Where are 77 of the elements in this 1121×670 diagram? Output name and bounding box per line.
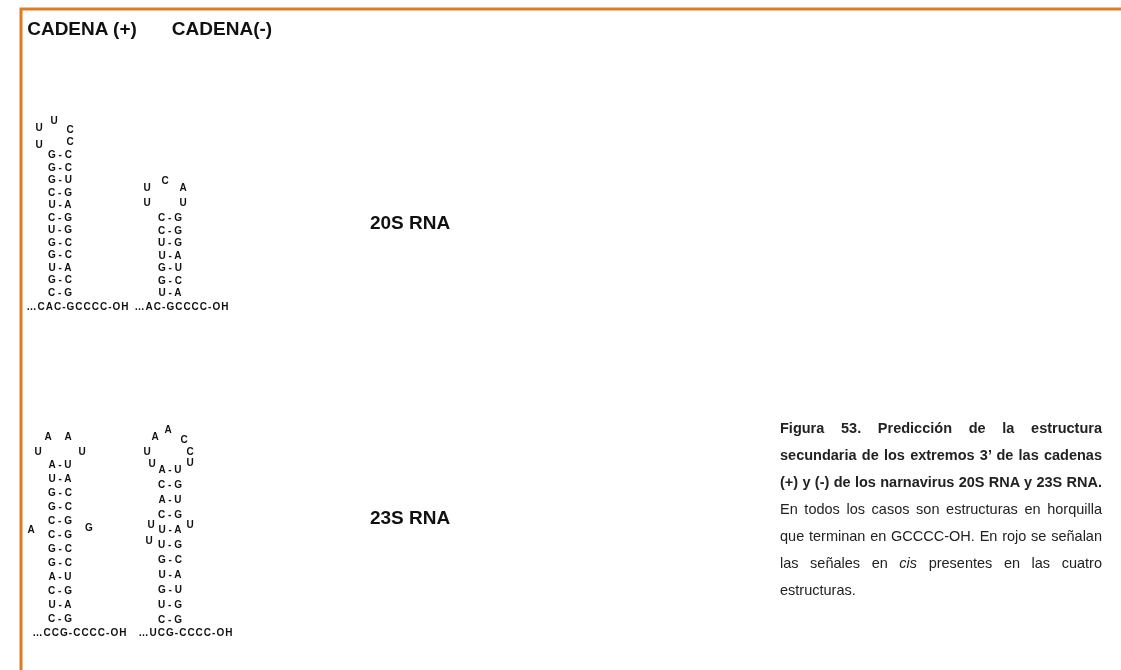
nucleotide-letter: U — [145, 536, 153, 546]
heading: 23S RNA — [369, 507, 451, 527]
base-pair: U - A — [48, 200, 72, 210]
base-pair: C - G — [158, 615, 182, 625]
heading: 20S RNA — [369, 212, 451, 232]
nucleotide-letter: A — [44, 432, 52, 442]
base-pair: C - G — [48, 516, 72, 526]
nucleotide-letter: U — [35, 123, 43, 133]
base-pair: U - G — [158, 238, 182, 248]
heading: CADENA (+) — [27, 18, 137, 38]
base-pair: C - G — [48, 287, 72, 298]
base-pair: C - G — [48, 586, 72, 596]
nucleotide-letter: U — [50, 116, 58, 126]
nucleotide-letter: A — [27, 525, 35, 535]
base-pair: G - C — [158, 555, 182, 565]
base-pair: U - G — [48, 225, 72, 235]
base-pair: G - C — [48, 250, 72, 260]
base-pair: A - U — [158, 495, 182, 505]
base-pair: U - G — [158, 540, 182, 550]
nucleotide-letter: U — [179, 198, 187, 208]
base-pair: A - U — [158, 465, 182, 475]
base-pair: G - C — [48, 237, 72, 248]
base-pair: C - G — [48, 530, 72, 540]
base-pair: G - U — [158, 585, 182, 595]
base-pair: U - A — [158, 288, 182, 298]
nucleotide-letter: A — [179, 183, 187, 193]
base-pair: U - A — [48, 474, 72, 484]
nucleotide-letter: A — [164, 425, 172, 435]
heading: CADENA(-) — [171, 18, 273, 38]
nucleotide-letter: C — [66, 125, 74, 135]
figure-caption: Figura 53. Predicción de la estructura secundaria de los extremos 3’ de las cadenas (+) y (-) de los narnavirus 20S RNA y 23S RNA. En todos los casos son estructuras en horquilla que terminan en GCCCC-OH. En rojo se señalan las señales en cis presentes en las cuatro estructuras. — [780, 419, 1102, 600]
base-pair: G - C — [48, 488, 72, 498]
base-pair: G - U — [158, 263, 182, 273]
nucleotide-letter: C — [161, 176, 169, 186]
base-pair: G - C — [158, 275, 182, 286]
sequence-end: …CAC-GCCCC-OH — [26, 302, 130, 312]
base-pair: C - G — [48, 187, 72, 198]
base-pair: G - C — [48, 150, 72, 160]
base-pair: G - U — [48, 175, 72, 185]
nucleotide-letter: U — [186, 458, 194, 468]
nucleotide-letter: U — [148, 459, 156, 469]
nucleotide-letter: U — [35, 140, 43, 150]
base-pair: C - G — [158, 225, 182, 236]
base-pair: G - C — [48, 544, 72, 554]
base-pair: G - C — [48, 558, 72, 568]
nucleotide-letter: C — [180, 435, 188, 445]
base-pair: U - A — [158, 570, 182, 580]
nucleotide-letter: C — [186, 447, 194, 457]
nucleotide-letter: U — [143, 198, 151, 208]
base-pair: C - G — [158, 480, 182, 490]
nucleotide-letter: U — [78, 447, 86, 457]
nucleotide-letter: U — [34, 447, 42, 457]
base-pair: C - G — [158, 213, 182, 223]
nucleotide-letter: A — [64, 432, 72, 442]
base-pair: U - A — [48, 600, 72, 610]
base-pair: C - G — [48, 614, 72, 624]
sequence-end: …AC-GCCCC-OH — [134, 302, 230, 312]
base-pair: A - U — [48, 572, 72, 582]
base-pair: U - A — [158, 250, 182, 261]
base-pair: A - U — [48, 460, 72, 470]
sequence-end: …UCG-CCCC-OH — [138, 628, 234, 638]
base-pair: U - G — [158, 600, 182, 610]
base-pair: G - C — [48, 275, 72, 285]
base-pair: C - G — [158, 510, 182, 520]
nucleotide-letter: C — [66, 137, 74, 147]
base-pair: U - A — [158, 525, 182, 535]
nucleotide-letter: U — [143, 447, 151, 457]
nucleotide-letter: U — [147, 520, 155, 530]
nucleotide-letter: A — [151, 432, 159, 442]
nucleotide-letter: U — [186, 520, 194, 530]
base-pair: G - C — [48, 502, 72, 512]
sequence-end: …CCG-CCCC-OH — [32, 628, 128, 638]
base-pair: G - C — [48, 162, 72, 173]
base-pair: U - A — [48, 262, 72, 273]
nucleotide-letter: U — [143, 183, 151, 193]
nucleotide-letter: G — [85, 523, 93, 533]
base-pair: C - G — [48, 212, 72, 223]
